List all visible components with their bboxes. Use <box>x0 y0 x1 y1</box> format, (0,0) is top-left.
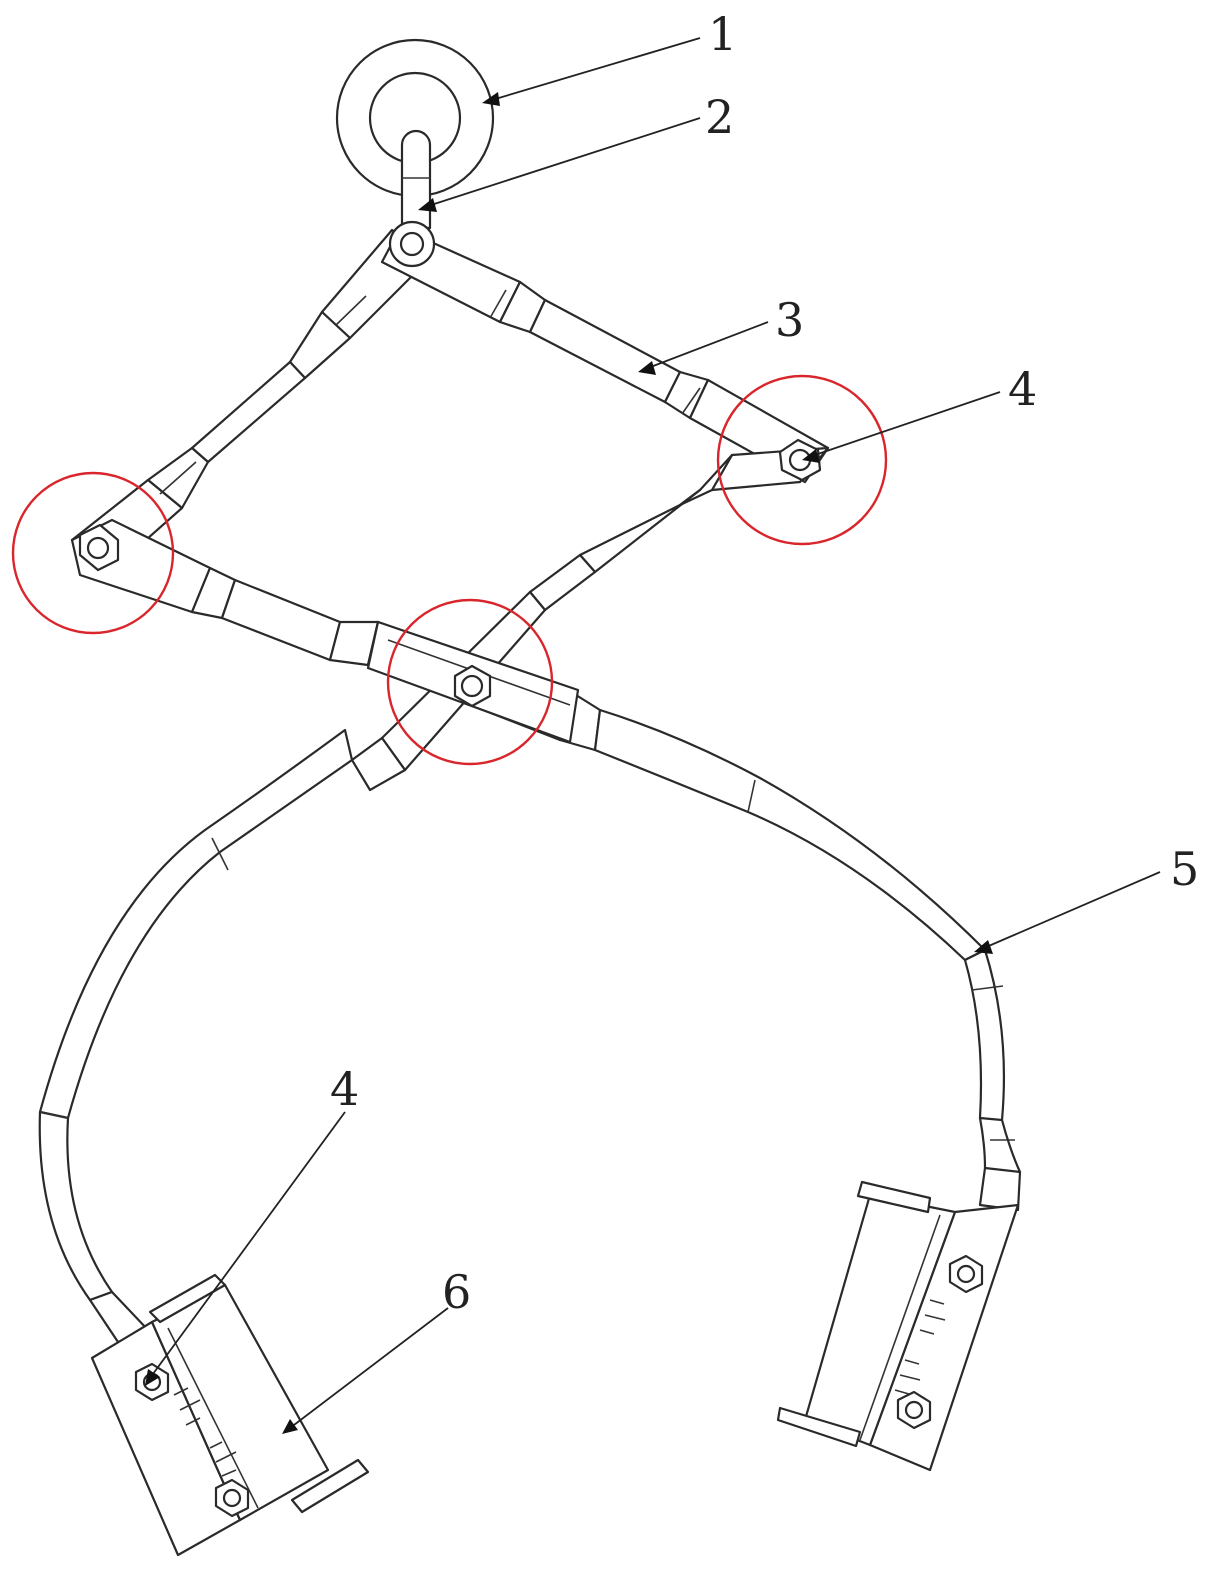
highlight-center-pivot <box>386 598 554 766</box>
upper-right-arm <box>380 226 830 484</box>
highlight-right-pivot <box>716 374 888 546</box>
lifting-ring <box>335 38 495 198</box>
top-pin <box>388 220 436 268</box>
callout-3: 3 <box>775 293 804 347</box>
highlight-circles <box>11 374 888 766</box>
right-jaw <box>776 1180 1020 1472</box>
lower-arm-a <box>70 518 1022 1212</box>
callout-labels: 1 2 3 4 5 4 6 <box>330 7 1199 1319</box>
left-jaw <box>90 1273 370 1557</box>
leader-lines <box>145 37 1161 1434</box>
callout-2: 2 <box>705 90 734 144</box>
callout-1: 1 <box>708 7 737 61</box>
left-pivot-bolt <box>78 523 120 572</box>
center-pivot-bolt <box>453 664 492 708</box>
callout-4-upper: 4 <box>1008 362 1037 416</box>
callout-4-lower: 4 <box>330 1062 359 1116</box>
shackle-link <box>400 129 432 230</box>
highlight-left-pivot <box>11 471 175 635</box>
callout-6: 6 <box>442 1265 471 1319</box>
right-pivot-bolt <box>778 438 822 482</box>
callout-5: 5 <box>1170 842 1199 896</box>
upper-left-arm <box>70 228 430 572</box>
